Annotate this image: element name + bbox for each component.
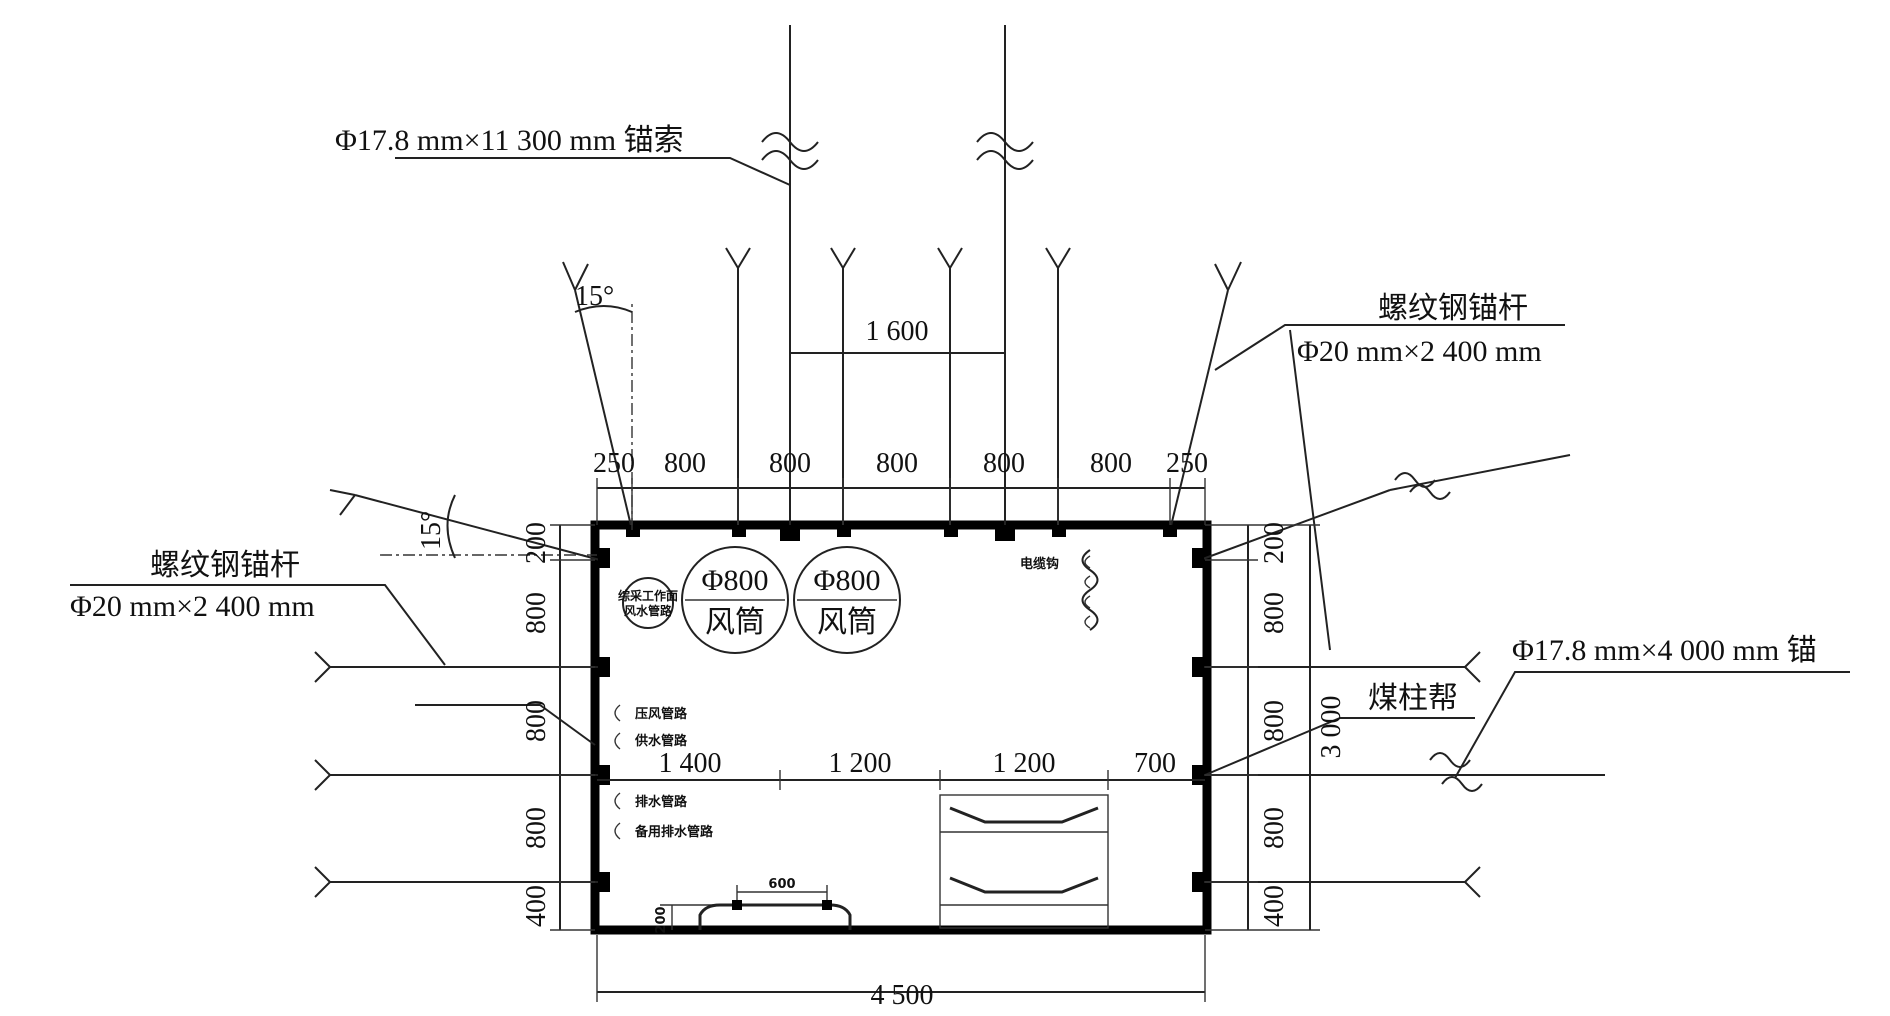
cable-hooks	[1081, 549, 1099, 631]
right-rib-bolts	[1192, 454, 1605, 898]
dim-top-1: 800	[664, 448, 706, 479]
bottom-dimension	[596, 935, 1206, 1002]
label-angle-top: 15°	[575, 281, 614, 312]
label-cable-right: Φ17.8 mm×4 000 mm 锚	[1512, 634, 1817, 667]
roof-cables	[761, 25, 1034, 541]
pipe-3: 排水管路	[635, 794, 688, 810]
right-dimension-chain	[1205, 524, 1320, 931]
air-duct-1: Φ800 风筒	[681, 546, 789, 654]
dim-left-4: 400	[521, 885, 552, 927]
label-coal-pillar: 煤柱帮	[1368, 681, 1458, 716]
top-dimension-chain: 250 800 800 800 800 800 250	[593, 448, 1208, 525]
dim-rail-height: 200	[654, 906, 669, 933]
duct-1-name: 风筒	[705, 605, 765, 640]
pipe-2: 供水管路	[634, 733, 688, 749]
label-bolt-left-spec: Φ20 mm×2 400 mm	[70, 590, 315, 623]
dim-rail-gauge: 600	[768, 877, 795, 892]
left-dimension-chain	[550, 524, 595, 931]
dim-right-1: 800	[1259, 592, 1290, 634]
label-top-cable: Φ17.8 mm×11 300 mm 锚索	[335, 124, 684, 157]
dim-bottom-total: 4 500	[871, 980, 934, 1011]
dim-left-3: 800	[521, 807, 552, 849]
dim-top-2: 800	[769, 448, 811, 479]
dim-left-0: 200	[521, 522, 552, 564]
equipment-label-1: 综采工作面	[618, 588, 678, 603]
duct-1-diameter: Φ800	[702, 564, 769, 597]
roadway-outline	[590, 520, 1212, 935]
dim-right-4: 400	[1259, 885, 1290, 927]
dim-right-total: 3 000	[1316, 696, 1347, 759]
dim-right-3: 800	[1259, 807, 1290, 849]
duct-2-name: 风筒	[817, 605, 877, 640]
dim-mid-3: 700	[1134, 748, 1176, 779]
mid-dimension-chain: 1 400 1 200 1 200 700	[597, 748, 1205, 790]
dim-mid-2: 1 200	[993, 748, 1056, 779]
dim-right-2: 800	[1259, 700, 1290, 742]
air-duct-2: Φ800 风筒	[793, 546, 901, 654]
duct-2-diameter: Φ800	[814, 564, 881, 597]
label-bolt-top-right-name: 螺纹钢锚杆	[1378, 291, 1528, 326]
dim-top-5: 800	[1090, 448, 1132, 479]
cable-trough-label: 电缆钩	[1020, 556, 1059, 572]
dim-top-0: 250	[593, 448, 635, 479]
dim-top-6: 250	[1166, 448, 1208, 479]
equipment-marker: 综采工作面 风水管路	[618, 577, 678, 629]
dim-left-1: 800	[521, 592, 552, 634]
left-rib-bolts	[314, 489, 610, 898]
rail-track	[660, 885, 852, 930]
label-bolt-top-right-spec: Φ20 mm×2 400 mm	[1297, 335, 1542, 368]
dim-top-3: 800	[876, 448, 918, 479]
dim-mid-1: 1 200	[829, 748, 892, 779]
equipment-label-2: 风水管路	[624, 603, 673, 618]
dim-mid-0: 1 400	[659, 748, 722, 779]
dim-left-2: 800	[521, 700, 552, 742]
pipe-list: 压风管路 供水管路 排水管路 备用排水管路	[614, 704, 714, 840]
dim-cable-spacing: 1 600	[866, 316, 929, 347]
roof-bolts	[562, 247, 1242, 537]
dim-right-0: 200	[1259, 522, 1290, 564]
pipe-1: 压风管路	[635, 706, 688, 722]
label-angle-left: 15°	[416, 511, 447, 550]
pipe-4: 备用排水管路	[634, 824, 714, 840]
label-bolt-left-name: 螺纹钢锚杆	[150, 548, 300, 583]
dim-top-4: 800	[983, 448, 1025, 479]
belt-conveyor	[939, 794, 1109, 929]
